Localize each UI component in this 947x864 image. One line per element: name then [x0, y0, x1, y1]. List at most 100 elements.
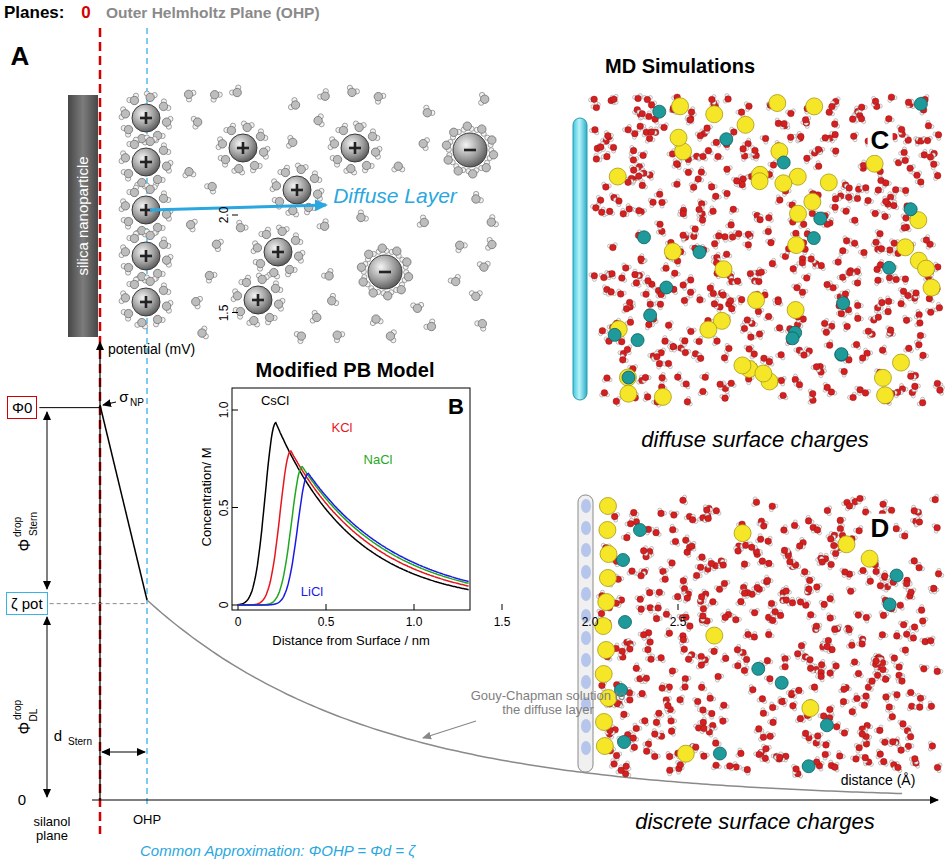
oxygen-atom [265, 313, 273, 321]
oxygen-atom [221, 155, 229, 163]
oxygen-atom [688, 328, 695, 335]
oxygen-atom [623, 305, 630, 312]
oxygen-atom [872, 210, 879, 217]
oxygen-atom [790, 266, 797, 273]
oxygen-atom [270, 268, 278, 276]
cation [283, 176, 311, 204]
oxygen-atom [487, 218, 495, 226]
oxygen-atom [757, 216, 764, 223]
oxygen-atom [687, 289, 694, 296]
oxygen-atom [717, 381, 724, 388]
oxygen-atom [788, 110, 795, 117]
oxygen-atom [898, 300, 905, 307]
oxygen-atom [130, 234, 138, 242]
oxygen-atom [724, 166, 731, 173]
oxygen-atom [921, 152, 928, 159]
oxygen-atom [620, 211, 627, 218]
oxygen-atom [146, 277, 154, 285]
oxygen-atom [598, 209, 605, 216]
oxygen-atom [656, 191, 663, 198]
oxygen-atom [872, 98, 879, 105]
oxygen-atom [442, 141, 450, 149]
oxygen-atom [830, 284, 837, 291]
oxygen-atom [427, 322, 435, 330]
oxygen-atom [359, 278, 367, 286]
oxygen-atom [738, 109, 745, 116]
oxygen-atom [274, 300, 282, 308]
oxygen-atom [709, 96, 716, 103]
oxygen-atom [698, 169, 705, 176]
oxygen-atom [879, 347, 886, 354]
oxygen-atom [708, 184, 715, 191]
oxygen-atom [712, 193, 719, 200]
charge-sign [257, 294, 260, 306]
oxygen-atom [776, 325, 783, 332]
oxygen-atom [832, 131, 839, 138]
oxygen-atom [674, 374, 681, 381]
oxygen-atom [638, 256, 645, 263]
oxygen-atom [138, 318, 146, 326]
oxygen-atom [680, 282, 687, 289]
oxygen-atom [648, 102, 655, 109]
oxygen-atom [130, 96, 138, 104]
oxygen-atom [746, 103, 753, 110]
oxygen-atom [208, 182, 216, 190]
oxygen-atom [804, 155, 811, 162]
oxygen-atom [824, 384, 831, 391]
oxygen-atom [696, 338, 703, 345]
oxygen-atom [730, 206, 737, 213]
oxygen-atom [734, 278, 741, 285]
oxygen-atom [682, 338, 689, 345]
oxygen-atom [488, 136, 496, 144]
oxygen-atom [728, 222, 735, 229]
oxygen-atom [313, 190, 321, 198]
oxygen-atom [630, 167, 637, 174]
oxygen-atom [937, 387, 944, 394]
oxygen-atom [281, 168, 289, 176]
oxygen-atom [384, 292, 392, 300]
oxygen-atom [321, 92, 329, 100]
oxygen-atom [840, 247, 847, 254]
oxygen-atom [793, 230, 800, 237]
oxygen-atom [723, 251, 730, 258]
oxygen-atom [146, 93, 154, 101]
oxygen-atom [714, 338, 721, 345]
oxygen-atom [927, 154, 934, 161]
oxygen-atom [936, 305, 943, 312]
oxygen-atom [883, 180, 890, 187]
oxygen-atom [236, 223, 244, 231]
oxygen-atom [253, 244, 261, 252]
oxygen-atom [756, 278, 763, 285]
oxygen-atom [887, 247, 894, 254]
oxygen-atom [688, 109, 695, 116]
oxygen-atom [639, 110, 646, 117]
oxygen-atom [250, 161, 258, 169]
oxygen-atom [661, 124, 668, 131]
oxygen-atom [591, 96, 598, 103]
oxygen-atom [796, 381, 803, 388]
oxygen-atom [873, 239, 880, 246]
oxygen-atom [478, 125, 486, 133]
oxygen-atom [369, 289, 377, 297]
oxygen-atom [291, 236, 299, 244]
oxygen-atom [159, 194, 167, 202]
charge-sign [145, 204, 148, 216]
oxygen-atom [674, 181, 681, 188]
oxygen-atom [865, 197, 872, 204]
oxygen-atom [644, 394, 651, 401]
oxygen-atom [745, 242, 752, 249]
oxygen-atom [751, 351, 758, 358]
oxygen-atom [243, 123, 251, 131]
oxygen-atom [696, 206, 703, 213]
oxygen-atom [386, 332, 394, 340]
oxygen-atom [690, 184, 697, 191]
oxygen-atom [710, 208, 717, 215]
oxygen-atom [347, 164, 355, 172]
oxygen-atom [850, 394, 857, 401]
oxygen-atom [592, 126, 599, 133]
oxygen-atom [886, 116, 893, 123]
cation [132, 148, 160, 176]
oxygen-atom [121, 248, 129, 256]
oxygen-atom [258, 275, 266, 283]
oxygen-atom [854, 302, 861, 309]
